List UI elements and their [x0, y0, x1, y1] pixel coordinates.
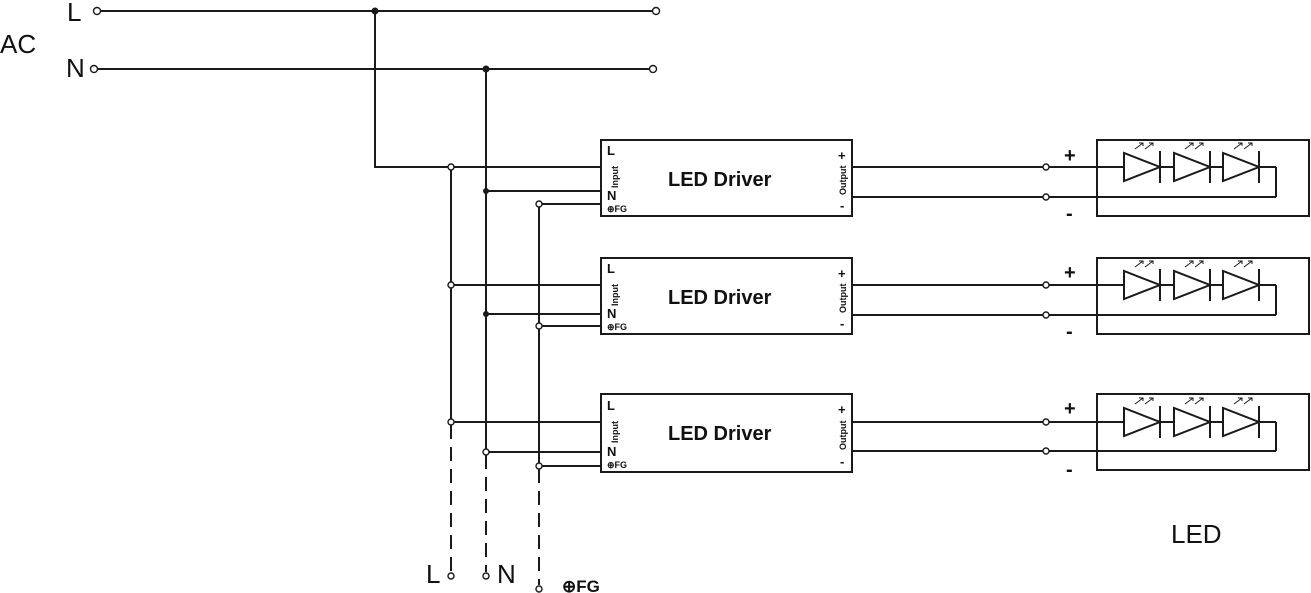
led-diode-icon [1222, 397, 1262, 438]
driver-pin-l: L [607, 398, 615, 413]
led-diode-icon [1123, 260, 1163, 301]
led-module-box [1096, 257, 1310, 335]
driver-title: LED Driver [668, 287, 772, 309]
driver-input-label: Input [610, 284, 620, 306]
led-plus-label: + [1064, 398, 1076, 420]
ac-line-label: L [67, 0, 81, 27]
driver-unit-3: L N Input ⊕FG LED Driver Output + - + - [447, 393, 1310, 481]
driver-unit-1: L N Input ⊕FG LED Driver Output + - + - [447, 139, 1310, 225]
ac-label: AC [0, 29, 36, 59]
ac-line-terminal-left [92, 6, 102, 16]
led-plus-label: + [1064, 145, 1076, 167]
bottom-neutral-label: N [497, 559, 516, 589]
led-minus-label: - [1066, 203, 1073, 225]
driver-pin-n: N [607, 306, 616, 321]
bottom-ground-label: ⊕FG [562, 577, 600, 593]
driver-fg-label: ⊕FG [607, 322, 627, 332]
driver-fg-label: ⊕FG [607, 204, 627, 214]
driver-unit-2: L N Input ⊕FG LED Driver Output + - + - [447, 257, 1310, 343]
bottom-neutral-terminal [482, 572, 490, 580]
led-plus-label: + [1064, 262, 1076, 284]
driver-out-minus: - [840, 198, 844, 213]
driver-out-plus: + [838, 266, 846, 281]
led-diode-icon [1222, 260, 1262, 301]
led-diode-icon [1123, 397, 1163, 438]
ac-neutral-label: N [66, 53, 85, 83]
driver-input-label: Input [610, 421, 620, 443]
driver-title: LED Driver [668, 423, 772, 445]
led-diode-icon [1222, 142, 1262, 183]
driver-out-plus: + [838, 402, 846, 417]
driver-out-minus: - [840, 454, 844, 469]
driver-output-label: Output [838, 284, 848, 314]
bottom-ground-terminal [535, 585, 543, 593]
driver-output-label: Output [838, 166, 848, 196]
led-diode-icon [1173, 142, 1213, 183]
driver-pin-n: N [607, 444, 616, 459]
ac-neutral-terminal-right [648, 64, 658, 74]
led-minus-label: - [1066, 459, 1073, 481]
led-driver-box [600, 393, 853, 473]
driver-output-label: Output [838, 421, 848, 451]
driver-input-label: Input [610, 166, 620, 188]
driver-out-minus: - [840, 316, 844, 331]
led-diode-icon [1173, 397, 1213, 438]
driver-title: LED Driver [668, 169, 772, 191]
ac-line-terminal-right [651, 6, 661, 16]
led-caption: LED [1171, 519, 1222, 549]
bottom-line-terminal [447, 572, 455, 580]
driver-fg-label: ⊕FG [607, 460, 627, 470]
led-driver-box [600, 257, 853, 335]
driver-pin-l: L [607, 143, 615, 158]
led-module-box [1096, 139, 1310, 217]
bottom-line-label: L [426, 559, 440, 589]
driver-pin-n: N [607, 188, 616, 203]
driver-out-plus: + [838, 148, 846, 163]
led-module-box [1096, 393, 1310, 471]
led-diode-icon [1123, 142, 1163, 183]
led-driver-box [600, 139, 853, 217]
led-minus-label: - [1066, 321, 1073, 343]
led-diode-icon [1173, 260, 1213, 301]
driver-pin-l: L [607, 261, 615, 276]
line-drop-wire [374, 11, 451, 168]
ac-neutral-terminal-left [89, 64, 99, 74]
